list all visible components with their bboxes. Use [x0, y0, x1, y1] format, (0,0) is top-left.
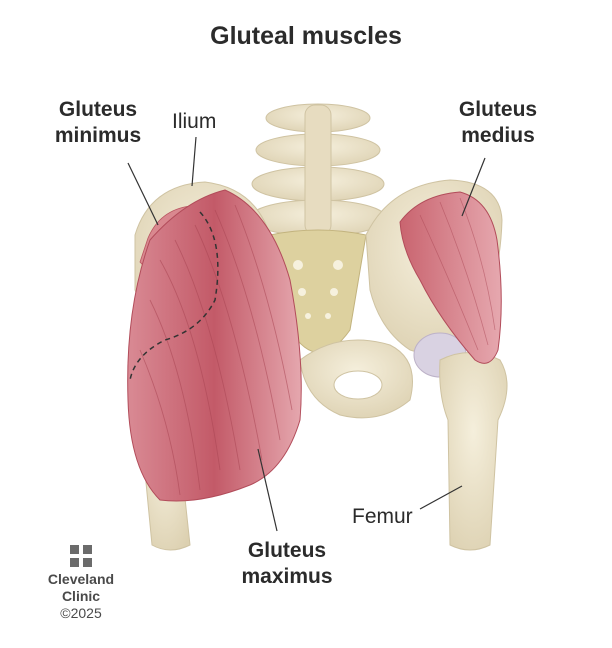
leader-lines — [127, 136, 486, 532]
brand-copyright: ©2025 — [60, 605, 102, 621]
label-gluteus-medius: Gluteus medius — [448, 97, 548, 149]
cleveland-clinic-brand: Cleveland Clinic ©2025 — [42, 545, 120, 622]
gluteus-medius-muscle — [399, 191, 502, 364]
label-ilium: Ilium — [172, 110, 217, 133]
label-gluteus-maximus: Gluteus maximus — [232, 538, 342, 590]
diagram-title: Gluteal muscles — [210, 22, 402, 50]
brand-name-line2: Clinic — [61, 588, 101, 604]
label-femur: Femur — [352, 505, 413, 528]
gluteus-maximus-muscle — [127, 189, 302, 502]
lumbar-spine — [249, 103, 387, 237]
label-gluteus-minimus-line2: minimus — [54, 124, 142, 147]
label-gluteus-medius-line1: Gluteus — [458, 98, 538, 121]
label-gluteus-maximus-line2: maximus — [241, 565, 333, 588]
gluteus-minimus-outline — [129, 211, 219, 381]
label-gluteus-maximus-line1: Gluteus — [247, 539, 327, 562]
cleveland-clinic-cross-icon — [70, 545, 92, 567]
label-gluteus-minimus-line1: Gluteus — [58, 98, 138, 121]
label-gluteus-medius-line2: medius — [461, 124, 535, 147]
right-femur — [439, 352, 508, 551]
brand-name-line1: Cleveland — [47, 571, 115, 587]
label-gluteus-minimus: Gluteus minimus — [50, 97, 146, 149]
